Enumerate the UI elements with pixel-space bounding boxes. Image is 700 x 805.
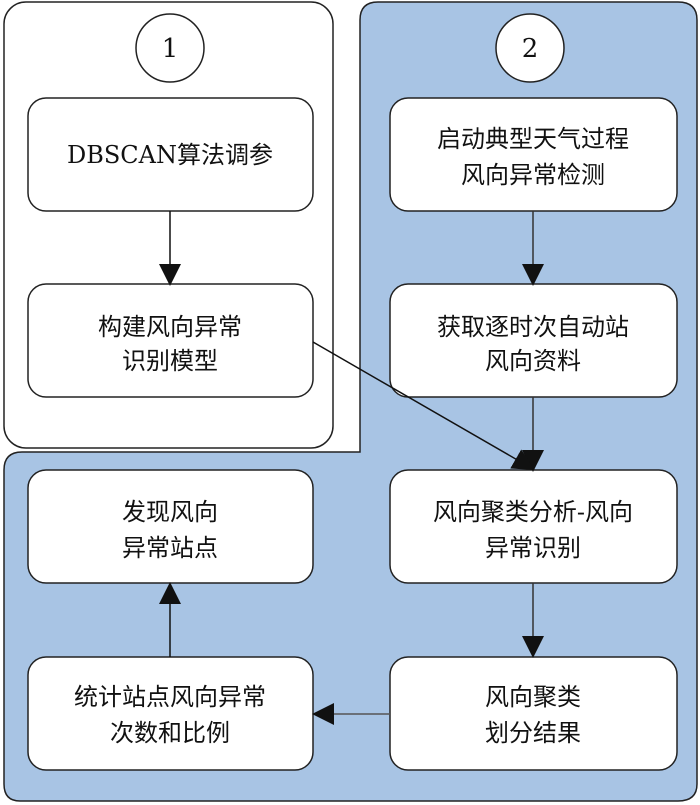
svg-text:风向聚类分析-风向: 风向聚类分析-风向	[433, 498, 633, 526]
arrow-model-to-cluster	[312, 341, 535, 470]
svg-text:划分结果: 划分结果	[485, 719, 581, 747]
box-find-stations: 发现风向 异常站点	[27, 469, 314, 584]
box-get-wind-data: 获取逐时次自动站 风向资料	[389, 283, 678, 398]
svg-text:构建风向异常: 构建风向异常	[98, 313, 242, 341]
box-cluster-result: 风向聚类 划分结果	[389, 656, 678, 771]
svg-text:1: 1	[162, 34, 179, 64]
svg-text:DBSCAN算法调参: DBSCAN算法调参	[67, 141, 273, 169]
svg-text:异常识别: 异常识别	[485, 534, 581, 562]
svg-text:异常站点: 异常站点	[122, 534, 218, 562]
svg-text:识别模型: 识别模型	[122, 347, 218, 375]
svg-text:启动典型天气过程: 启动典型天气过程	[437, 125, 629, 153]
box-dbscan-tuning: DBSCAN算法调参	[27, 97, 314, 212]
box-cluster-analysis: 风向聚类分析-风向 异常识别	[389, 469, 678, 584]
svg-text:风向异常检测: 风向异常检测	[461, 161, 605, 189]
svg-text:风向资料: 风向资料	[485, 347, 581, 375]
box-count-stations: 统计站点风向异常 次数和比例	[27, 656, 314, 771]
region-2-number: 2	[495, 13, 565, 83]
svg-text:统计站点风向异常: 统计站点风向异常	[74, 683, 266, 711]
box-start-detection: 启动典型天气过程 风向异常检测	[389, 97, 678, 212]
region-1-number: 1	[135, 13, 205, 83]
svg-text:获取逐时次自动站: 获取逐时次自动站	[437, 313, 629, 341]
box-build-model: 构建风向异常 识别模型	[27, 283, 314, 398]
svg-text:发现风向: 发现风向	[122, 498, 218, 526]
svg-text:2: 2	[522, 34, 539, 64]
svg-text:风向聚类: 风向聚类	[485, 683, 581, 711]
svg-text:次数和比例: 次数和比例	[110, 719, 230, 747]
